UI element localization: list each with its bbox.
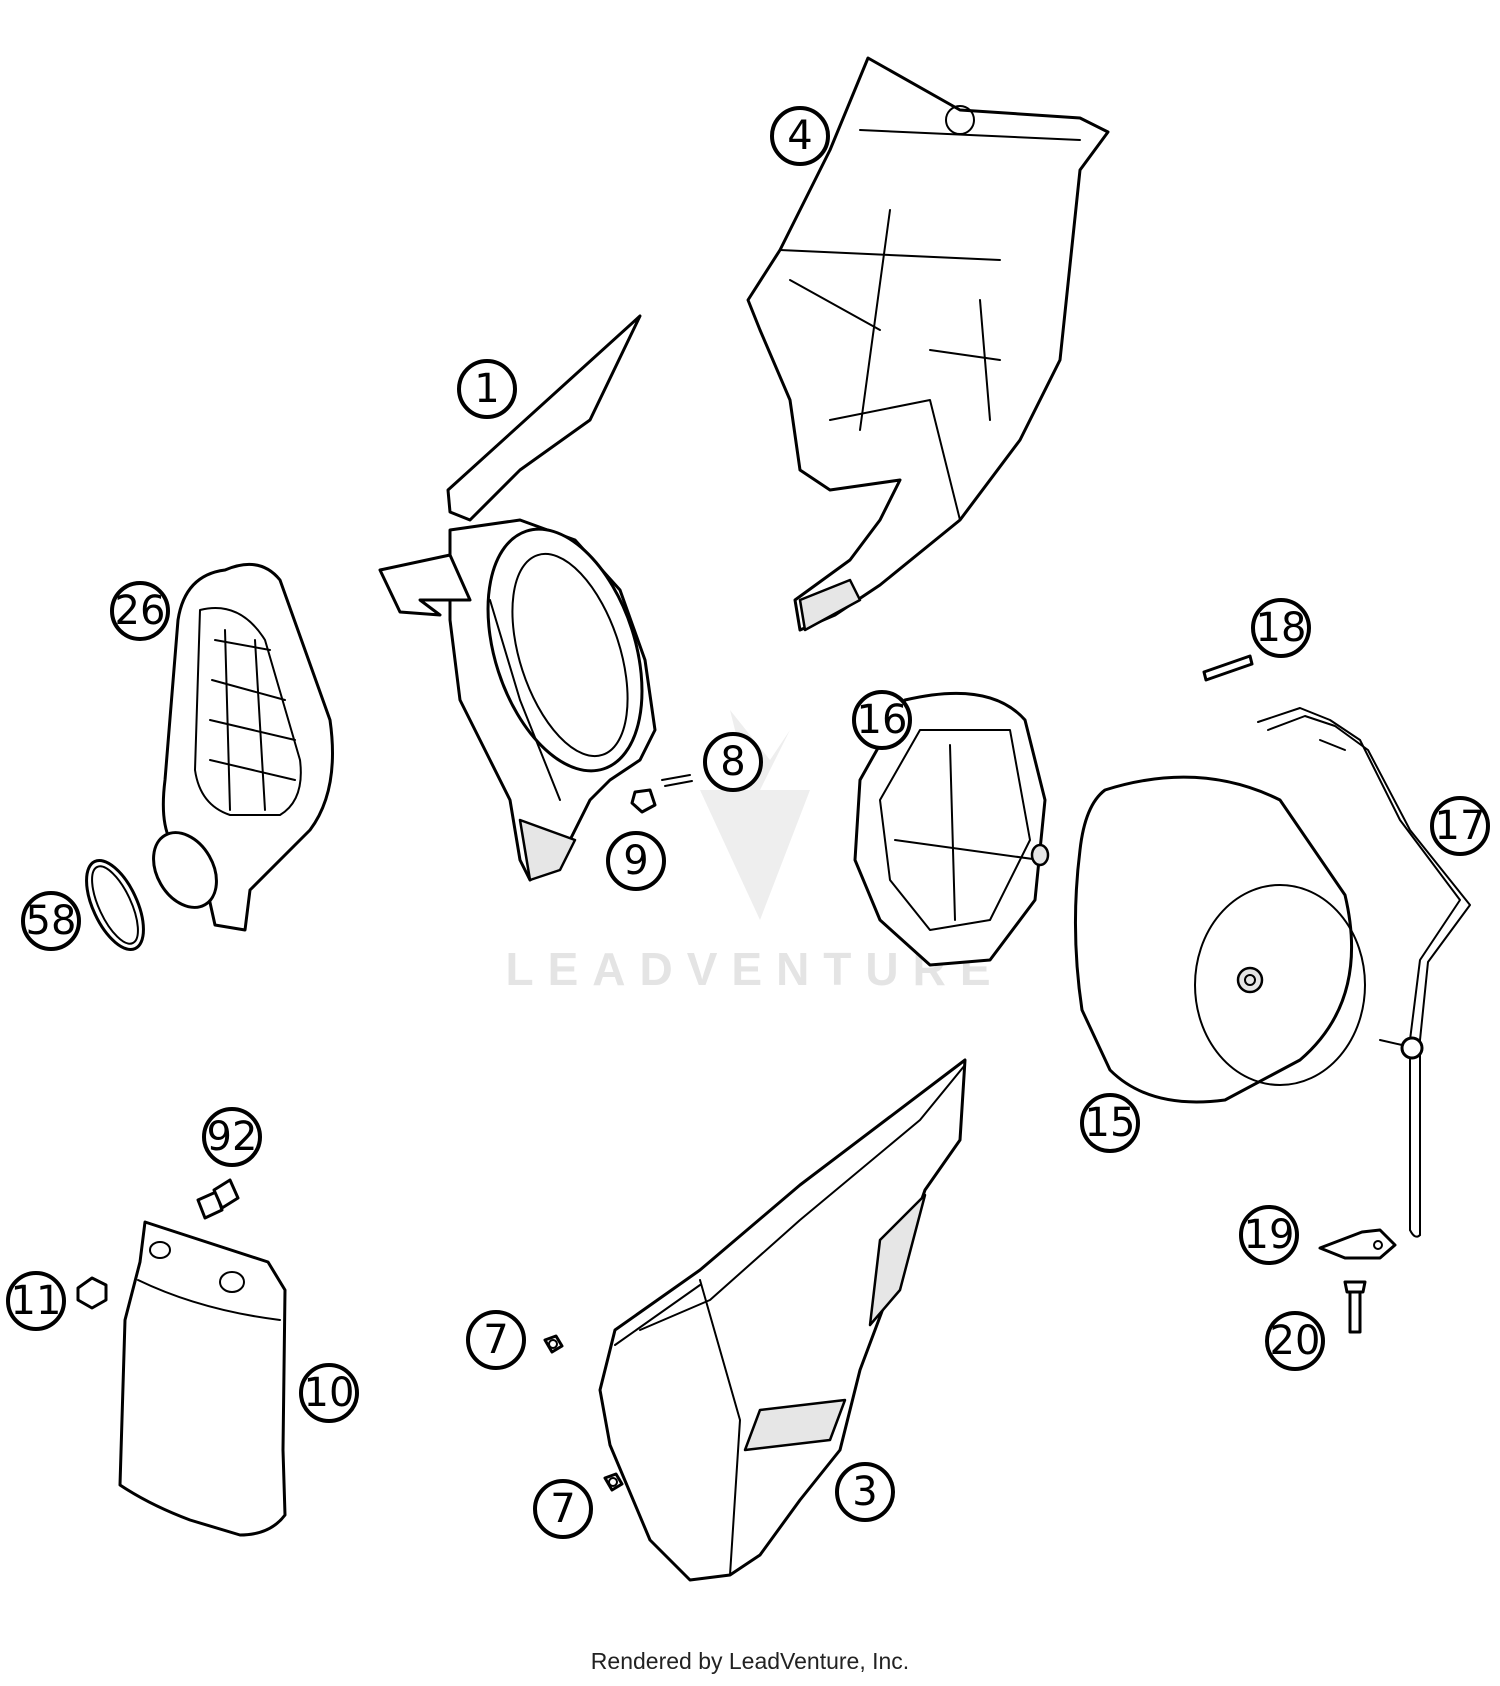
callout-3: 3: [835, 1462, 895, 1522]
part-9-nut[interactable]: [630, 788, 657, 814]
part-11-nut[interactable]: [76, 1276, 108, 1310]
callout-15-label: 15: [1085, 1100, 1136, 1146]
callout-4-label: 4: [787, 113, 812, 159]
part-7-screw-lower[interactable]: [603, 1472, 624, 1492]
callout-7-lower-label: 7: [550, 1486, 575, 1532]
callout-92-label: 92: [207, 1114, 258, 1160]
part-58-hose-clamp[interactable]: [75, 852, 155, 958]
callout-16: 16: [852, 690, 912, 750]
callout-18: 18: [1251, 598, 1311, 658]
part-20-bolt[interactable]: [1343, 1280, 1367, 1334]
part-16-filter-cage[interactable]: [853, 691, 1050, 967]
part-26-air-filter[interactable]: [141, 562, 334, 932]
callout-58-label: 58: [26, 898, 77, 944]
part-8-screw[interactable]: [661, 774, 693, 787]
callout-18-label: 18: [1256, 605, 1307, 651]
callout-17-label: 17: [1435, 803, 1486, 849]
callout-16-label: 16: [857, 697, 908, 743]
part-7-screw-upper[interactable]: [543, 1334, 564, 1354]
callout-10: 10: [299, 1363, 359, 1423]
callout-11: 11: [6, 1271, 66, 1331]
part-3-side-panel[interactable]: [598, 1058, 967, 1582]
watermark-text: LEADVENTURE: [505, 943, 1004, 995]
callout-7-lower: 7: [533, 1479, 593, 1539]
part-10-mud-flap[interactable]: [118, 1220, 287, 1537]
callout-11-label: 11: [11, 1278, 62, 1324]
callout-92: 92: [202, 1107, 262, 1167]
footer-credit: Rendered by LeadVenture, Inc.: [590, 1648, 910, 1674]
callout-15: 15: [1080, 1093, 1140, 1153]
callout-26: 26: [110, 581, 170, 641]
part-15-filter-cover[interactable]: [1073, 775, 1366, 1104]
part-19-bracket[interactable]: [1318, 1228, 1397, 1260]
callout-8-label: 8: [720, 739, 745, 785]
callout-9-label: 9: [623, 838, 648, 884]
callout-7-upper-label: 7: [483, 1317, 508, 1363]
callout-26-label: 26: [115, 588, 166, 634]
callout-17: 17: [1430, 796, 1490, 856]
callout-19: 19: [1239, 1205, 1299, 1265]
callout-1-label: 1: [474, 366, 499, 412]
part-1-airbox-frame[interactable]: [378, 314, 670, 882]
part-18-pin[interactable]: [1202, 654, 1254, 682]
callout-10-label: 10: [304, 1370, 355, 1416]
watermark: LEADVENTURE: [505, 710, 1004, 995]
part-4-airbox-housing[interactable]: [746, 56, 1110, 632]
callout-20: 20: [1265, 1311, 1325, 1371]
part-92-bolt[interactable]: [196, 1178, 240, 1220]
callout-19-label: 19: [1244, 1212, 1295, 1258]
callout-1: 1: [457, 359, 517, 419]
callout-7-upper: 7: [466, 1310, 526, 1370]
callout-9: 9: [606, 831, 666, 891]
part-17-wire-holder[interactable]: [1257, 707, 1471, 1238]
callout-8: 8: [703, 732, 763, 792]
callout-58: 58: [21, 891, 81, 951]
callout-4: 4: [770, 106, 830, 166]
callout-3-label: 3: [852, 1469, 877, 1515]
callout-20-label: 20: [1270, 1318, 1321, 1364]
